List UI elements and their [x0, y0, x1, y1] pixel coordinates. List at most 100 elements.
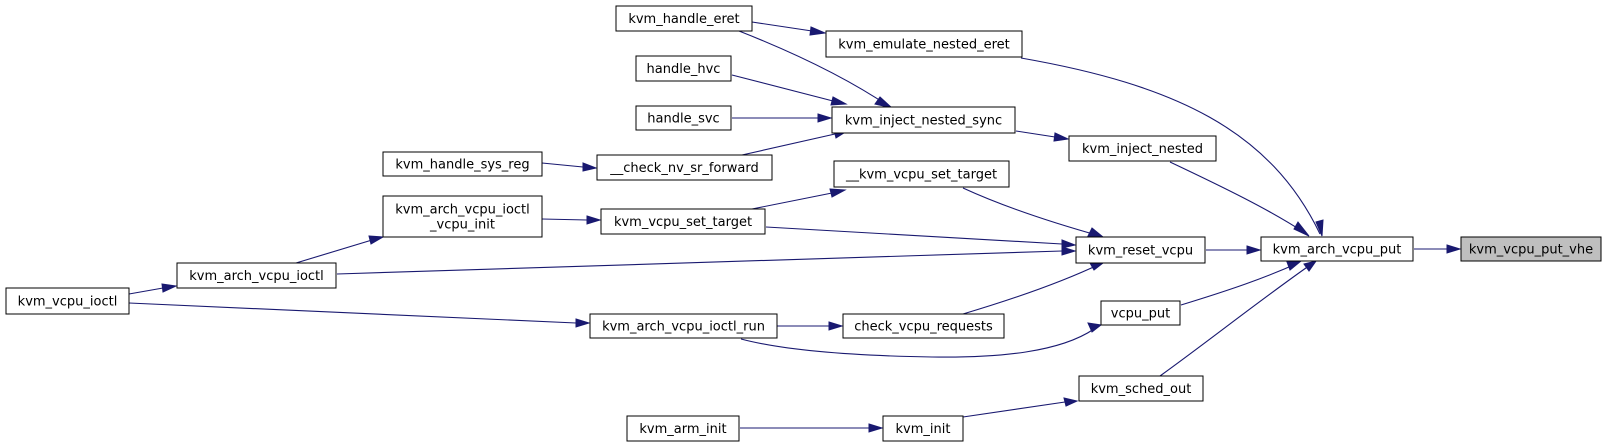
edge-line [541, 162, 584, 168]
edge-line [1159, 262, 1314, 377]
node-box[interactable] [635, 105, 732, 131]
edge-line [541, 218, 588, 221]
edge-arrowhead [1315, 219, 1324, 237]
edge-line [128, 302, 577, 324]
node-kvm_handle_sys_reg[interactable]: kvm_handle_sys_reg [382, 151, 543, 177]
node-kvm_handle_eret[interactable]: kvm_handle_eret [615, 5, 753, 32]
edge-arrowhead [874, 96, 894, 109]
node-box[interactable] [825, 30, 1023, 58]
node-__check_nv_sr_forward[interactable]: __check_nv_sr_forward [596, 154, 773, 181]
node-box[interactable] [626, 415, 740, 442]
node-box[interactable] [831, 106, 1016, 134]
edge-kvm_inject_nested-to-kvm_arch_vcpu_put [1169, 161, 1310, 237]
edge-line [128, 287, 164, 295]
node-__kvm_vcpu_set_target[interactable]: __kvm_vcpu_set_target [833, 160, 1010, 188]
edge-line [751, 192, 833, 210]
edge-arrowhead [1053, 132, 1070, 142]
edge-arrowhead [828, 321, 844, 331]
node-kvm_sched_out[interactable]: kvm_sched_out [1078, 375, 1204, 402]
node-kvm_arm_init[interactable]: kvm_arm_init [626, 415, 740, 442]
node-box[interactable] [842, 313, 1005, 339]
edge-line [1015, 130, 1056, 138]
node-box[interactable] [1460, 236, 1602, 262]
node-box[interactable] [176, 262, 337, 289]
node-label: check_vcpu_requests [854, 320, 993, 335]
edge-line [295, 239, 373, 264]
node-label: kvm_inject_nested_sync [845, 114, 1002, 129]
node-box[interactable] [596, 154, 773, 181]
node-kvm_init[interactable]: kvm_init [882, 415, 964, 442]
edge-arrowhead [830, 96, 848, 106]
node-kvm_arch_vcpu_ioctl_vcpu_init[interactable]: kvm_arch_vcpu_ioctl_vcpu_init [382, 195, 543, 238]
node-box[interactable] [1100, 300, 1181, 326]
edge-arrowhead [1087, 227, 1105, 238]
node-kvm_emulate_nested_eret[interactable]: kvm_emulate_nested_eret [825, 30, 1023, 58]
node-kvm_arch_vcpu_ioctl_run[interactable]: kvm_arch_vcpu_ioctl_run [589, 313, 778, 339]
node-box[interactable] [589, 313, 778, 339]
node-label: kvm_handle_sys_reg [395, 158, 529, 173]
edge-line [962, 263, 1101, 315]
node-kvm_reset_vcpu[interactable]: kvm_reset_vcpu [1075, 236, 1206, 264]
edge-arrowhead [1286, 260, 1303, 271]
edge-arrowhead [817, 113, 833, 123]
edge-line [765, 226, 1063, 245]
node-box[interactable] [615, 5, 753, 32]
node-box[interactable] [600, 208, 766, 235]
node-kvm_arch_vcpu_put[interactable]: kvm_arch_vcpu_put [1260, 236, 1414, 262]
edge-kvm_emulate_nested_eret-to-kvm_arch_vcpu_put [1020, 57, 1324, 237]
node-kvm_inject_nested[interactable]: kvm_inject_nested [1068, 135, 1217, 162]
node-box[interactable] [1075, 236, 1206, 264]
edge-arrowhead [1087, 322, 1103, 333]
node-box[interactable] [635, 55, 732, 82]
node-kvm_arch_vcpu_ioctl[interactable]: kvm_arch_vcpu_ioctl [176, 262, 337, 289]
node-kvm_vcpu_set_target[interactable]: kvm_vcpu_set_target [600, 208, 766, 235]
node-kvm_inject_nested_sync[interactable]: kvm_inject_nested_sync [831, 106, 1016, 134]
edge-kvm_arch_vcpu_ioctl_run-to-vcpu_put [740, 322, 1103, 358]
edge-arrowhead [368, 235, 385, 245]
node-label: kvm_arm_init [639, 422, 726, 437]
node-label: kvm_vcpu_set_target [614, 215, 752, 230]
node-handle_hvc[interactable]: handle_hvc [635, 55, 732, 82]
node-box[interactable] [882, 415, 964, 442]
edge-kvm_handle_eret-to-kvm_emulate_nested_eret [751, 21, 827, 36]
edge-line [1180, 262, 1299, 306]
edge-arrowhead [868, 423, 884, 433]
edge-handle_svc-to-kvm_inject_nested_sync [732, 113, 833, 123]
edge-arrowhead [1293, 221, 1310, 237]
node-box[interactable] [382, 195, 543, 238]
nodes: kvm_vcpu_put_vhe kvm_arch_vcpu_put kvm_emu… [5, 5, 1602, 442]
node-label: kvm_arch_vcpu_ioctl_run [602, 320, 765, 335]
node-label: kvm_reset_vcpu [1088, 244, 1193, 259]
edge-check_vcpu_requests-to-kvm_reset_vcpu [962, 262, 1105, 315]
node-box[interactable] [382, 151, 543, 177]
node-check_vcpu_requests[interactable]: check_vcpu_requests [842, 313, 1005, 339]
edge-handle_hvc-to-kvm_inject_nested_sync [731, 74, 848, 106]
edge-arrowhead [161, 283, 178, 293]
edge-kvm_arch_vcpu_ioctl_vcpu_init-to-kvm_vcpu_set_target [541, 215, 602, 225]
edge-arrowhead [1061, 246, 1077, 256]
node-handle_svc[interactable]: handle_svc [635, 105, 732, 131]
node-box[interactable] [1260, 236, 1414, 262]
edge-line [738, 30, 891, 108]
edge-arrowhead [586, 215, 602, 225]
node-label: kvm_inject_nested [1082, 142, 1203, 157]
edges [128, 21, 1462, 433]
edge-__kvm_vcpu_set_target-to-kvm_reset_vcpu [962, 187, 1105, 238]
node-label: __check_nv_sr_forward [609, 161, 758, 176]
edge-kvm_arch_vcpu_put-to-kvm_vcpu_put_vhe [1414, 244, 1462, 254]
node-vcpu_put[interactable]: vcpu_put [1100, 300, 1181, 326]
node-box[interactable] [1078, 375, 1204, 402]
node-label: kvm_handle_eret [628, 12, 739, 27]
node-label: kvm_sched_out [1091, 382, 1192, 397]
edge-line [751, 21, 813, 32]
edge-kvm_sched_out-to-kvm_arch_vcpu_put [1159, 260, 1318, 377]
node-box[interactable] [833, 160, 1010, 188]
node-label: handle_svc [647, 112, 719, 127]
node-box[interactable] [1068, 135, 1217, 162]
edge-kvm_init-to-kvm_sched_out [962, 397, 1079, 418]
node-kvm_vcpu_put_vhe[interactable]: kvm_vcpu_put_vhe [1460, 236, 1602, 262]
edge-kvm_reset_vcpu-to-kvm_arch_vcpu_put [1206, 245, 1262, 255]
node-box[interactable] [5, 287, 130, 315]
node-kvm_vcpu_ioctl[interactable]: kvm_vcpu_ioctl [5, 287, 130, 315]
